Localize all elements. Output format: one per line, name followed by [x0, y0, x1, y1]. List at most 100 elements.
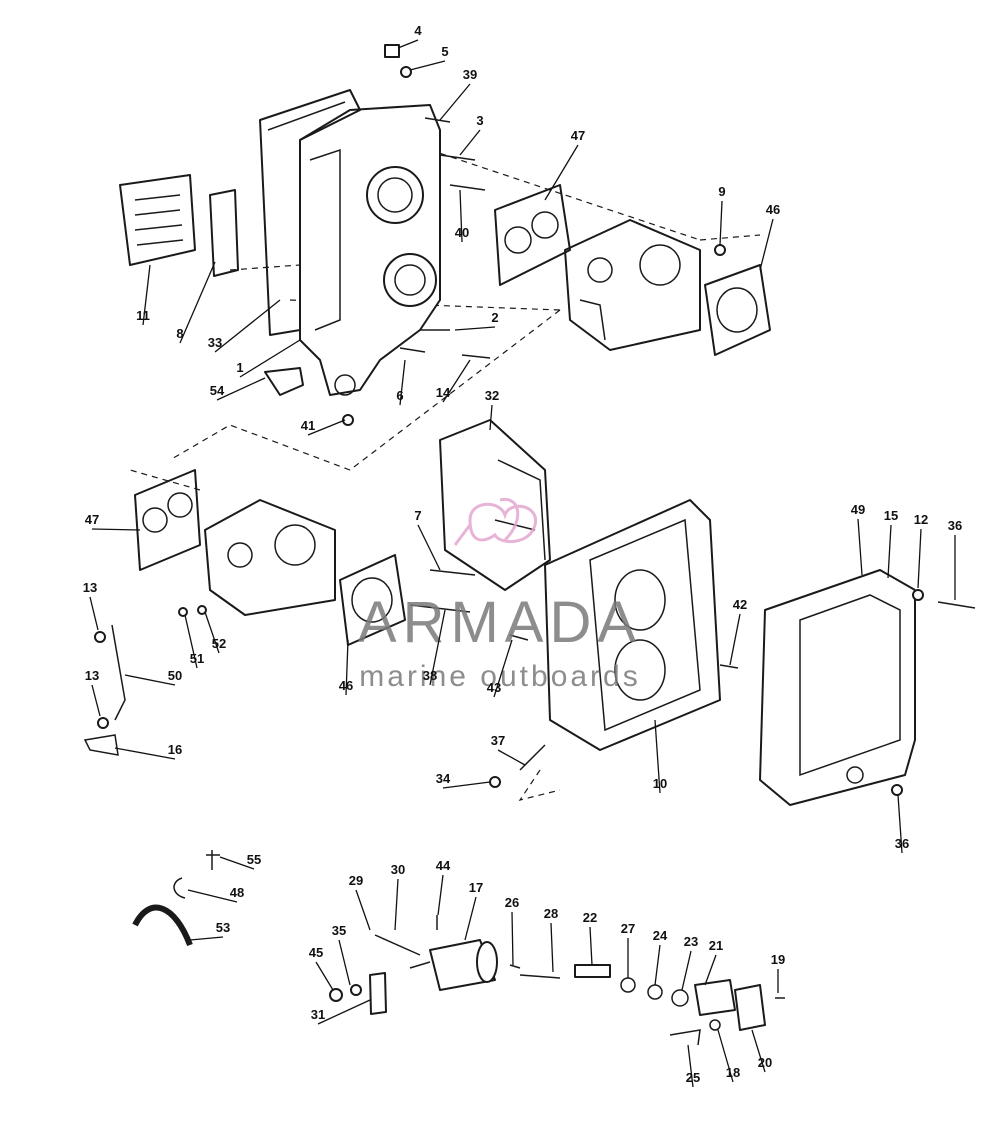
callout-label-c48: 48 [230, 885, 244, 900]
callout-leader-c47b [91, 528, 141, 531]
callout-leader-c21 [704, 954, 717, 986]
callout-leader-c46a [759, 218, 774, 271]
callout-label-c33: 33 [208, 335, 222, 350]
callout-leader-c18 [717, 1029, 734, 1083]
callout-leader-c1 [239, 339, 301, 378]
callout-label-c47b: 47 [85, 512, 99, 527]
callout-leader-c10 [654, 719, 661, 794]
callout-label-c4: 4 [414, 23, 422, 38]
callout-label-c6: 6 [396, 388, 403, 403]
watermark-tagline: marine outboards [359, 660, 640, 693]
callout-label-c36b: 36 [895, 836, 909, 851]
callout-label-c5: 5 [441, 44, 448, 59]
carburetor-upper [564, 219, 701, 351]
callout-leader-c49 [857, 518, 863, 576]
callout-label-c27: 27 [621, 921, 635, 936]
callout-leader-c52 [204, 611, 220, 654]
intake-manifold [299, 104, 441, 396]
callout-leader-c17 [464, 896, 477, 941]
fasteners-upper [342, 44, 726, 426]
callout-label-c47a: 47 [571, 128, 585, 143]
hose-assembly [132, 850, 220, 947]
mounting-bracket [264, 367, 304, 396]
callout-label-c41: 41 [301, 418, 315, 433]
callout-leader-c43 [493, 639, 513, 698]
callout-leader-c33 [214, 299, 281, 353]
air-silencer-base [544, 499, 721, 751]
callout-leader-c4 [397, 39, 419, 49]
callout-label-c46a: 46 [766, 202, 780, 217]
callout-label-c13a: 13 [83, 580, 97, 595]
callout-label-c25: 25 [686, 1070, 700, 1085]
callout-label-c26: 26 [505, 895, 519, 910]
callout-label-c49: 49 [851, 502, 865, 517]
callout-label-c16: 16 [168, 742, 182, 757]
callout-label-c23: 23 [684, 934, 698, 949]
callout-leader-c36b [897, 794, 903, 854]
callout-leader-c35 [338, 939, 351, 986]
callout-label-c18: 18 [726, 1065, 740, 1080]
callout-leader-c11 [142, 264, 151, 326]
callout-leader-c30 [394, 878, 399, 931]
callout-leader-c15 [887, 524, 892, 579]
flange-gasket-lower [339, 554, 406, 646]
callout-leader-c41 [307, 419, 346, 436]
solenoid-assembly [329, 915, 785, 1046]
callout-leader-c22 [589, 926, 593, 966]
callout-leader-c3 [459, 129, 481, 156]
callout-leader-c40 [459, 189, 463, 243]
carb-gasket-upper [494, 184, 571, 286]
callout-label-c37: 37 [491, 733, 505, 748]
callout-label-c36a: 36 [948, 518, 962, 533]
callout-leader-c29 [355, 889, 371, 931]
callout-leader-c25 [687, 1044, 694, 1088]
callout-leader-c28 [550, 922, 554, 973]
callout-label-c46b: 46 [339, 678, 353, 693]
callout-leader-c14 [442, 359, 471, 403]
callout-leader-c32 [489, 404, 493, 431]
callout-label-c40: 40 [455, 225, 469, 240]
callout-label-c15: 15 [884, 508, 898, 523]
callout-label-c52: 52 [212, 636, 226, 651]
callout-leader-c44 [437, 874, 444, 916]
callout-leader-c38 [429, 609, 446, 686]
callout-label-c29: 29 [349, 873, 363, 888]
callout-label-c8: 8 [176, 326, 183, 341]
callout-label-c44: 44 [436, 858, 451, 873]
air-silencer-cover [759, 569, 916, 806]
callout-leader-c13a [89, 596, 99, 631]
callout-label-c24: 24 [653, 928, 668, 943]
callout-leaders [89, 39, 956, 1088]
watermark: ARMADA marine outboards [358, 497, 642, 693]
callout-leader-c13b [91, 684, 101, 717]
callout-leader-c47a [544, 144, 579, 201]
callout-label-c22: 22 [583, 910, 597, 925]
callout-label-c13b: 13 [85, 668, 99, 683]
callout-leader-c45 [315, 961, 334, 991]
callout-leader-c42 [729, 613, 741, 666]
callout-leader-c7 [417, 524, 441, 571]
reed-valve-assembly [119, 174, 196, 266]
callout-label-c30: 30 [391, 862, 405, 877]
callout-label-c14: 14 [436, 385, 451, 400]
callout-label-c39: 39 [463, 67, 477, 82]
callout-leader-c48 [187, 889, 238, 903]
flange-gasket-upper [704, 264, 771, 356]
callout-label-c55: 55 [247, 852, 261, 867]
callout-leader-c34 [442, 781, 491, 789]
callout-leader-c9 [719, 200, 723, 246]
callout-label-c42: 42 [733, 597, 747, 612]
watermark-brand: ARMADA [358, 590, 642, 655]
callout-label-c10: 10 [653, 776, 667, 791]
callout-label-c9: 9 [718, 184, 725, 199]
manifold-gasket [259, 89, 361, 336]
callout-label-c50: 50 [168, 668, 182, 683]
callout-leader-c24 [654, 944, 661, 986]
watermark-logo [453, 497, 537, 546]
fasteners-middle [83, 569, 976, 796]
callout-label-c38: 38 [423, 668, 437, 683]
callout-leader-c46b [345, 639, 349, 696]
callout-label-c54: 54 [210, 383, 225, 398]
carb-gasket-lower [134, 469, 201, 571]
